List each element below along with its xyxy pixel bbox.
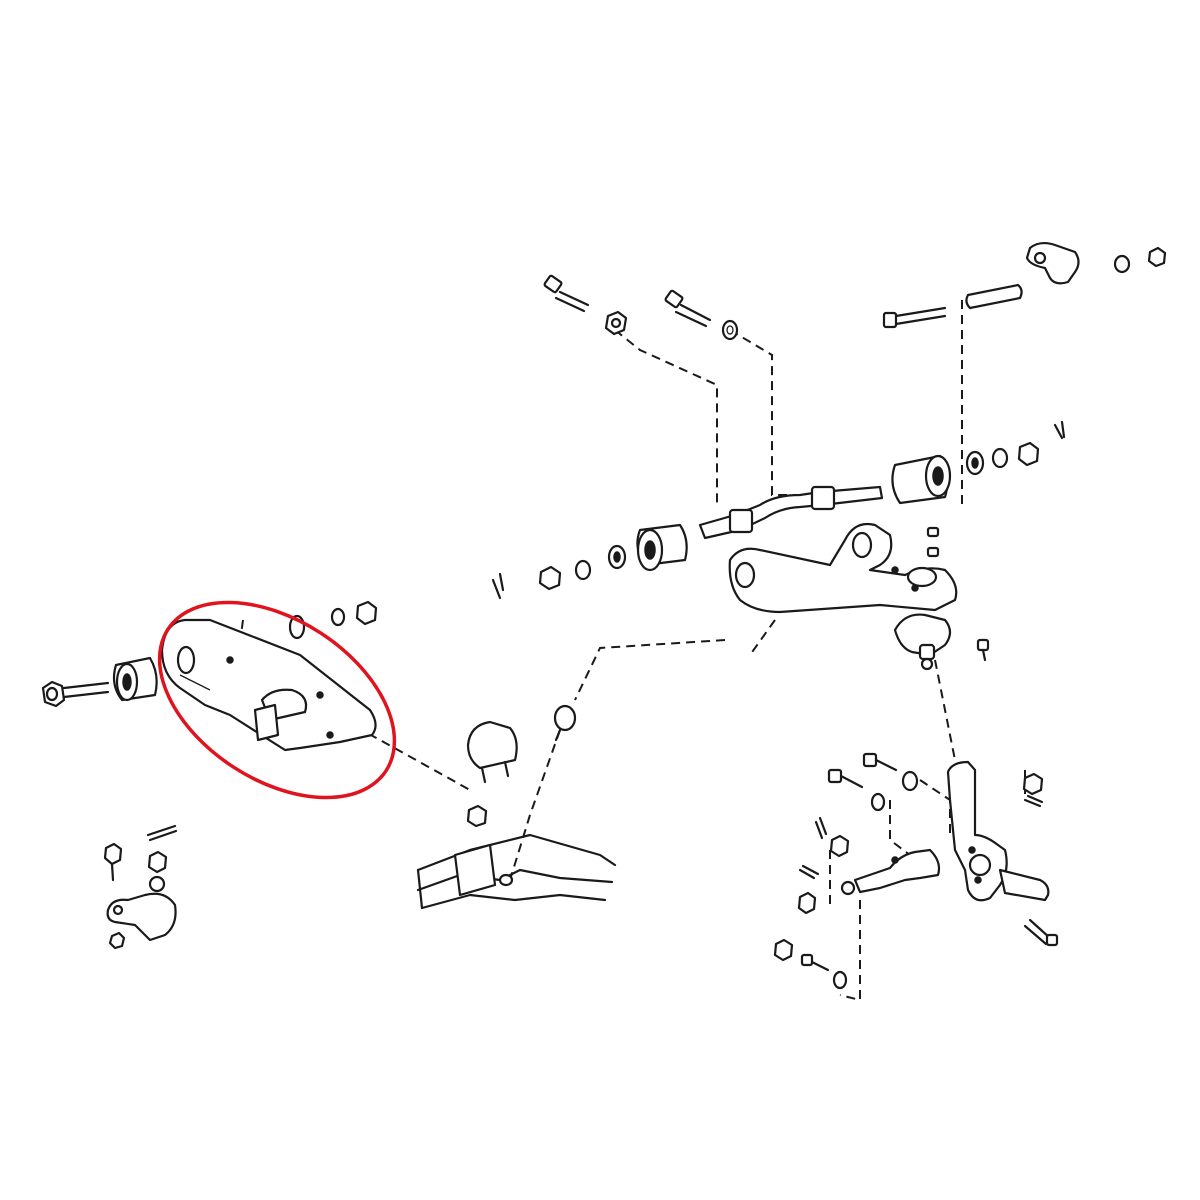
- washer-bottom: [832, 970, 848, 990]
- cotter-pin-upper-left: [491, 572, 505, 600]
- knuckle-washer-2: [901, 770, 919, 792]
- knuckle-bolt-1: [827, 768, 864, 789]
- highlight-ellipse: [157, 600, 397, 800]
- steering-nut-lower: [797, 891, 817, 915]
- washer-upper-right-2: [991, 447, 1009, 469]
- bump-stop: [466, 720, 518, 784]
- bushing-upper-right: [891, 454, 952, 505]
- cotter-pin-upper-right: [1053, 420, 1066, 440]
- bolt-bottom-2: [800, 953, 830, 972]
- bolt-bottom-1: [773, 938, 794, 962]
- nut-upper-right: [1017, 441, 1040, 467]
- lower-arm-washer-2: [330, 607, 346, 627]
- knuckle-cotter-pin: [1023, 794, 1044, 808]
- lower-ball-joint: [106, 875, 177, 950]
- upper-arm-bolt-left: [543, 274, 590, 313]
- nut-top-right: [1147, 246, 1167, 268]
- knuckle-bolt-2: [862, 752, 898, 772]
- washer-top-right: [1113, 254, 1131, 274]
- lower-control-arm: [160, 618, 377, 752]
- upper-arm-shaft: [698, 485, 884, 540]
- cotter-pin-lower-left: [146, 824, 178, 842]
- washer-upper-left-1: [607, 544, 627, 570]
- washer-upper-right-1: [965, 450, 985, 476]
- upper-arm-bolt-center: [664, 289, 712, 328]
- steering-arm-nut: [829, 834, 850, 858]
- steering-knuckle: [946, 760, 1050, 902]
- bump-stop-nut: [466, 804, 488, 828]
- pin-rod: [965, 283, 1023, 310]
- alignment-bolt-right: [882, 306, 947, 329]
- upper-control-arm: [728, 522, 958, 614]
- upper-ball-joint: [893, 613, 952, 671]
- steering-cotter-pin: [798, 816, 828, 880]
- knuckle-bolt-long: [1023, 918, 1059, 947]
- lower-arm-nut: [355, 600, 378, 626]
- lower-arm-bushing: [112, 656, 158, 702]
- upper-arm-washer-center: [721, 319, 739, 341]
- nut-lower-ball-joint: [147, 850, 168, 874]
- lower-arm-bolt: [41, 680, 110, 708]
- mount-bracket-top-right: [1025, 241, 1080, 285]
- upper-arm-nut-left: [604, 310, 628, 336]
- bushing-upper-left: [636, 523, 688, 572]
- bolt-small-upper-arm: [926, 526, 940, 558]
- knuckle-washer-1: [870, 792, 886, 812]
- frame-member: [416, 833, 617, 910]
- nut-upper-left: [538, 565, 562, 591]
- bolt-lower-ball-joint: [103, 842, 123, 882]
- knuckle-nut: [1022, 772, 1044, 796]
- rubber-stopper: [553, 704, 577, 742]
- washer-upper-left-2: [574, 559, 592, 581]
- bolt-upper-ball-joint: [976, 638, 990, 662]
- steering-arm: [840, 848, 941, 896]
